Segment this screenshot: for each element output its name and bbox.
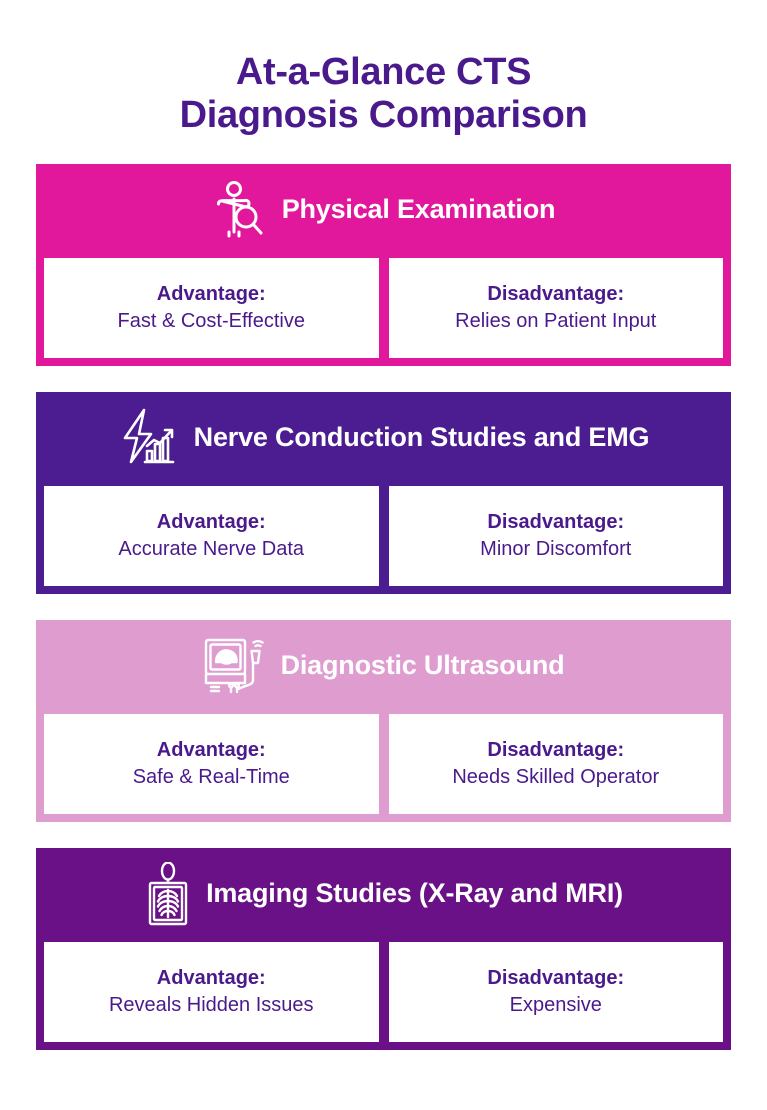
card-title: Diagnostic Ultrasound: [280, 650, 565, 681]
ultrasound-machine-icon: [203, 635, 267, 697]
advantage-value: Fast & Cost-Effective: [117, 309, 305, 332]
advantage-value: Safe & Real-Time: [132, 765, 290, 788]
comparison-card-list: Physical Examination Advantage: Fast & C…: [0, 163, 767, 1050]
advantage-cell: Advantage: Fast & Cost-Effective: [42, 255, 381, 360]
comparison-card: Diagnostic Ultrasound Advantage: Safe & …: [36, 619, 731, 822]
card-body: Advantage: Accurate Nerve Data Disadvant…: [36, 483, 731, 594]
advantage-label: Advantage:: [156, 738, 266, 761]
infographic-page: At-a-Glance CTS Diagnosis Comparison Ph: [0, 25, 767, 1110]
page-title: At-a-Glance CTS Diagnosis Comparison: [179, 51, 588, 136]
comparison-card: Physical Examination Advantage: Fast & C…: [36, 163, 731, 366]
card-body: Advantage: Safe & Real-Time Disadvantage…: [36, 711, 731, 822]
xray-film-ribcage-icon: [144, 860, 192, 926]
disadvantage-cell: Disadvantage: Minor Discomfort: [386, 483, 725, 588]
advantage-cell: Advantage: Reveals Hidden Issues: [42, 939, 381, 1044]
disadvantage-value: Relies on Patient Input: [455, 309, 657, 332]
disadvantage-label: Disadvantage:: [487, 510, 625, 533]
advantage-cell: Advantage: Accurate Nerve Data: [42, 483, 381, 588]
card-header: Nerve Conduction Studies and EMG: [36, 391, 731, 484]
advantage-label: Advantage:: [156, 966, 266, 989]
comparison-card: Imaging Studies (X-Ray and MRI) Advantag…: [36, 847, 731, 1050]
comparison-card: Nerve Conduction Studies and EMG Advanta…: [36, 391, 731, 594]
advantage-cell: Advantage: Safe & Real-Time: [42, 711, 381, 816]
disadvantage-cell: Disadvantage: Expensive: [386, 939, 725, 1044]
disadvantage-label: Disadvantage:: [487, 282, 625, 305]
disadvantage-value: Minor Discomfort: [480, 537, 632, 560]
disadvantage-value: Needs Skilled Operator: [452, 765, 660, 788]
advantage-label: Advantage:: [156, 282, 266, 305]
lightning-bolt-bar-chart-icon: [118, 407, 180, 469]
card-title: Nerve Conduction Studies and EMG: [193, 422, 650, 453]
advantage-label: Advantage:: [156, 510, 266, 533]
disadvantage-cell: Disadvantage: Needs Skilled Operator: [386, 711, 725, 816]
card-header: Physical Examination: [36, 163, 731, 256]
disadvantage-label: Disadvantage:: [487, 966, 625, 989]
advantage-value: Accurate Nerve Data: [118, 537, 305, 560]
card-title: Imaging Studies (X-Ray and MRI): [206, 878, 623, 909]
card-header: Imaging Studies (X-Ray and MRI): [36, 847, 731, 940]
person-with-magnifier-icon: [212, 180, 268, 240]
disadvantage-cell: Disadvantage: Relies on Patient Input: [386, 255, 725, 360]
disadvantage-value: Expensive: [509, 993, 602, 1016]
advantage-value: Reveals Hidden Issues: [108, 993, 314, 1016]
card-header: Diagnostic Ultrasound: [36, 619, 731, 712]
disadvantage-label: Disadvantage:: [487, 738, 625, 761]
card-title: Physical Examination: [281, 194, 556, 225]
card-body: Advantage: Reveals Hidden Issues Disadva…: [36, 939, 731, 1050]
card-body: Advantage: Fast & Cost-Effective Disadva…: [36, 255, 731, 366]
